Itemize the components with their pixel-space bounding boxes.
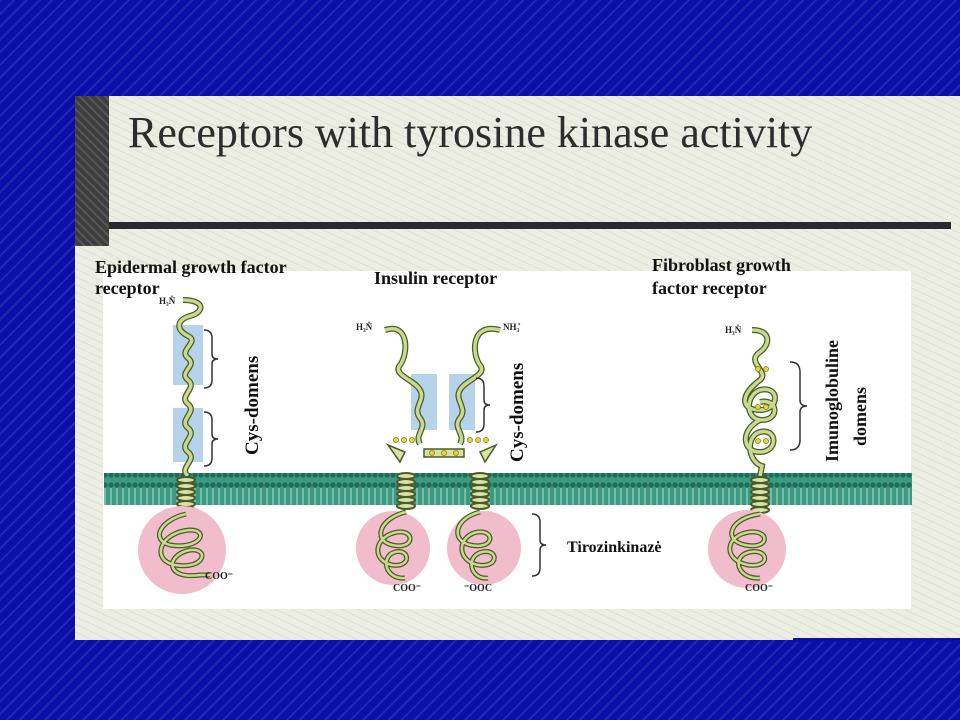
footer-strip [793, 638, 960, 642]
fgfr-transmembrane-helix [751, 477, 769, 513]
cell-membrane [104, 473, 912, 505]
imunoglobuline-label: Imunoglobuline [822, 340, 842, 462]
insulin-cys-domens-label: Cys-domens [507, 363, 528, 462]
egfr-cys-domens-label: Cys-domens [242, 356, 263, 455]
insulin-beta-hook-left [388, 445, 405, 462]
insulin-n-terminus-right: NH₃̊ [503, 322, 520, 332]
kinase-brace [532, 514, 546, 576]
insulin-c-terminus-right: ⁻OOC [464, 583, 492, 594]
fgfr-receptor [708, 330, 807, 588]
insulin-kinase-domain-right [447, 511, 521, 585]
fgfr-n-terminus: H₃N̊ [725, 325, 742, 335]
egfr-receptor [138, 300, 226, 594]
fgfr-c-terminus: COO⁻ [745, 583, 773, 594]
domens-label: domens [850, 387, 870, 446]
egfr-c-terminus: COO⁻ [205, 571, 233, 582]
insulin-c-terminus-left: COO⁻ [393, 583, 421, 594]
insulin-cys-brace [476, 378, 490, 432]
egfr-n-terminus: H₃N̊ [159, 296, 176, 306]
egfr-cys-brace-1 [204, 330, 218, 388]
fgfr-ig-brace [790, 362, 807, 450]
insulin-n-terminus-left: H₃N̊ [356, 322, 373, 332]
egfr-cys-brace-2 [204, 412, 218, 466]
insulin-beta-hook-right [480, 445, 496, 462]
